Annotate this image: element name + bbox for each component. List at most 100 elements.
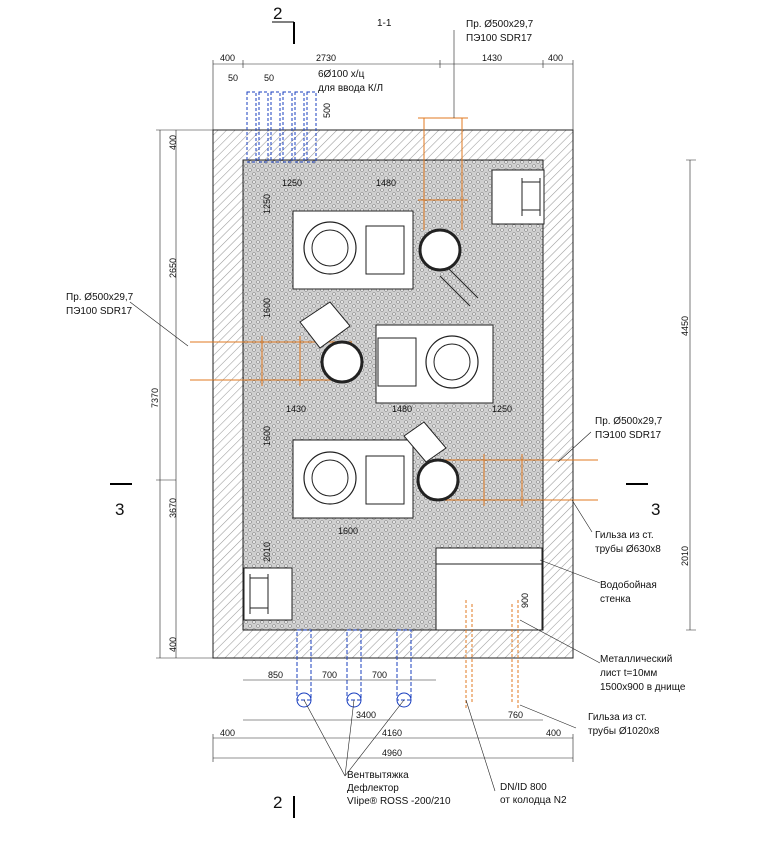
dim-inner-1600-b: 1600 bbox=[262, 426, 272, 446]
callout-sleeve630-2: трубы Ø630х8 bbox=[595, 543, 661, 555]
dim-line-right bbox=[686, 159, 696, 631]
callout-pipe-top-1: Пр. Ø500х29,7 bbox=[466, 19, 534, 30]
dim-sleeve-depth: 500 bbox=[322, 103, 332, 118]
dim-line-bottom bbox=[212, 679, 574, 762]
dim-left-3670: 3670 bbox=[168, 498, 178, 518]
callout-pipe-right-2: ПЭ100 SDR17 bbox=[595, 430, 662, 441]
callout-metal-3: 1500х900 в днище bbox=[600, 682, 686, 693]
callout-pipe-left-2: ПЭ100 SDR17 bbox=[66, 306, 133, 317]
callout-sleeve1020-1: Гильза из ст. bbox=[588, 712, 647, 723]
callout-dn-2: от колодца N2 bbox=[500, 795, 567, 806]
dim-bottom-700-b: 700 bbox=[372, 670, 387, 680]
vent-pipe bbox=[306, 91, 317, 163]
metal-sheet bbox=[435, 547, 543, 565]
dim-top-1430: 1430 bbox=[482, 53, 502, 63]
vent-pipe bbox=[270, 91, 281, 163]
callout-wall-1: Водобойная bbox=[600, 579, 657, 591]
vent-pipe bbox=[282, 91, 293, 163]
vent-deflector-3 bbox=[396, 692, 412, 708]
valve-body-lower bbox=[365, 455, 405, 505]
valve-flange-middle bbox=[320, 340, 364, 384]
dim-bottom-4960: 4960 bbox=[382, 748, 402, 758]
dim-inner-1480-a: 1480 bbox=[376, 178, 396, 188]
hatch-top-right bbox=[491, 169, 545, 225]
outlet-pipe-bottom bbox=[465, 600, 519, 710]
valve-stem-middle bbox=[299, 301, 351, 349]
vent-pipe bbox=[258, 91, 269, 163]
dimension-lines bbox=[129, 30, 696, 792]
callout-wall-2: стенка bbox=[600, 594, 631, 605]
dim-chamber-900: 900 bbox=[520, 593, 530, 608]
callout-metal-2: лист t=10мм bbox=[600, 668, 657, 679]
actuator-middle-inner bbox=[433, 343, 471, 381]
vent-pipe bbox=[246, 91, 257, 163]
callout-dn-1: DN/ID 800 bbox=[500, 782, 547, 793]
leader-lines bbox=[129, 30, 601, 792]
vent-deflector-1 bbox=[296, 692, 312, 708]
dim-top-2730: 2730 bbox=[316, 53, 336, 63]
soil-hatch-left bbox=[213, 130, 243, 658]
soil-hatch-bottom bbox=[213, 630, 573, 658]
soil-hatch-top bbox=[213, 130, 573, 160]
callout-vent-pipes-1: 6Ø100 х/ц bbox=[318, 69, 365, 80]
ladder-top-right bbox=[521, 178, 541, 216]
vent-deflector-2 bbox=[346, 692, 362, 708]
dim-inner-2010: 2010 bbox=[262, 542, 272, 562]
actuator-lower-inner bbox=[311, 459, 349, 497]
inlet-pipe-left bbox=[190, 336, 352, 386]
section-2-bottom-label: 2 bbox=[273, 793, 282, 812]
dim-inner-1250-a: 1250 bbox=[282, 178, 302, 188]
section-3-right-label: 3 bbox=[651, 500, 660, 519]
callout-vent-3: VIipe® ROSS -200/210 bbox=[347, 796, 451, 807]
inner-wall-outline bbox=[242, 159, 544, 631]
callout-sleeve1020-2: трубы Ø1020х8 bbox=[588, 725, 660, 737]
valve-body-middle bbox=[377, 337, 417, 387]
ladder-bottom-left bbox=[249, 574, 269, 614]
valve-flange-lower bbox=[416, 458, 460, 502]
dim-top-400-left: 400 bbox=[220, 53, 235, 63]
section-markers: 2 2 3 3 bbox=[110, 4, 660, 818]
valve-body-upper bbox=[365, 225, 405, 275]
section-3-left-label: 3 bbox=[115, 500, 124, 519]
vent-pipes-top bbox=[246, 91, 317, 163]
actuator-upper-inner bbox=[311, 229, 349, 267]
vent-pipes-bottom bbox=[296, 629, 412, 708]
soil-hatch-right bbox=[543, 130, 573, 658]
water-baffle-wall bbox=[435, 563, 543, 631]
dim-inner-1480-b: 1480 bbox=[392, 404, 412, 414]
dim-bottom-4160: 4160 bbox=[382, 728, 402, 738]
dim-bottom-400-right: 400 bbox=[546, 728, 561, 738]
dim-bottom-3400: 3400 bbox=[356, 710, 376, 720]
dim-line-top bbox=[212, 60, 574, 130]
callout-metal-1: Металлический bbox=[600, 654, 672, 665]
valve-stem-upper bbox=[439, 267, 479, 307]
dim-top-400-right: 400 bbox=[548, 53, 563, 63]
dim-row-bottom-1600: 1600 bbox=[338, 526, 358, 536]
valve-stem-lower bbox=[403, 421, 447, 463]
vent-pipe bbox=[294, 91, 305, 163]
inlet-pipe-top bbox=[418, 117, 468, 230]
dim-left-7370: 7370 bbox=[150, 388, 160, 408]
dim-left-2650: 2650 bbox=[168, 258, 178, 278]
dim-line-left bbox=[156, 129, 216, 659]
valve-flange-upper bbox=[418, 228, 462, 272]
outer-wall-outline bbox=[212, 129, 574, 659]
outlet-pipe-right bbox=[432, 454, 598, 506]
section-title: 1-1 bbox=[377, 18, 392, 29]
dim-bottom-700-a: 700 bbox=[322, 670, 337, 680]
dim-bottom-400-left: 400 bbox=[220, 728, 235, 738]
dim-pipe-spacing-2: 50 bbox=[264, 73, 274, 83]
section-2-top-label: 2 bbox=[273, 4, 282, 23]
callout-pipe-top-2: ПЭ100 SDR17 bbox=[466, 33, 533, 44]
dim-bottom-850: 850 bbox=[268, 670, 283, 680]
dim-inner-1250-b: 1250 bbox=[492, 404, 512, 414]
dim-wall-top: 400 bbox=[168, 135, 178, 150]
dim-inner-1430: 1430 bbox=[286, 404, 306, 414]
callout-vent-1: Вентвытяжка bbox=[347, 770, 409, 781]
equipment bbox=[299, 221, 479, 505]
dim-pipe-spacing-1: 50 bbox=[228, 73, 238, 83]
dim-left-400: 400 bbox=[168, 637, 178, 652]
callout-vent-2: Дефлектор bbox=[347, 782, 399, 794]
dim-right-2010: 2010 bbox=[680, 546, 690, 566]
